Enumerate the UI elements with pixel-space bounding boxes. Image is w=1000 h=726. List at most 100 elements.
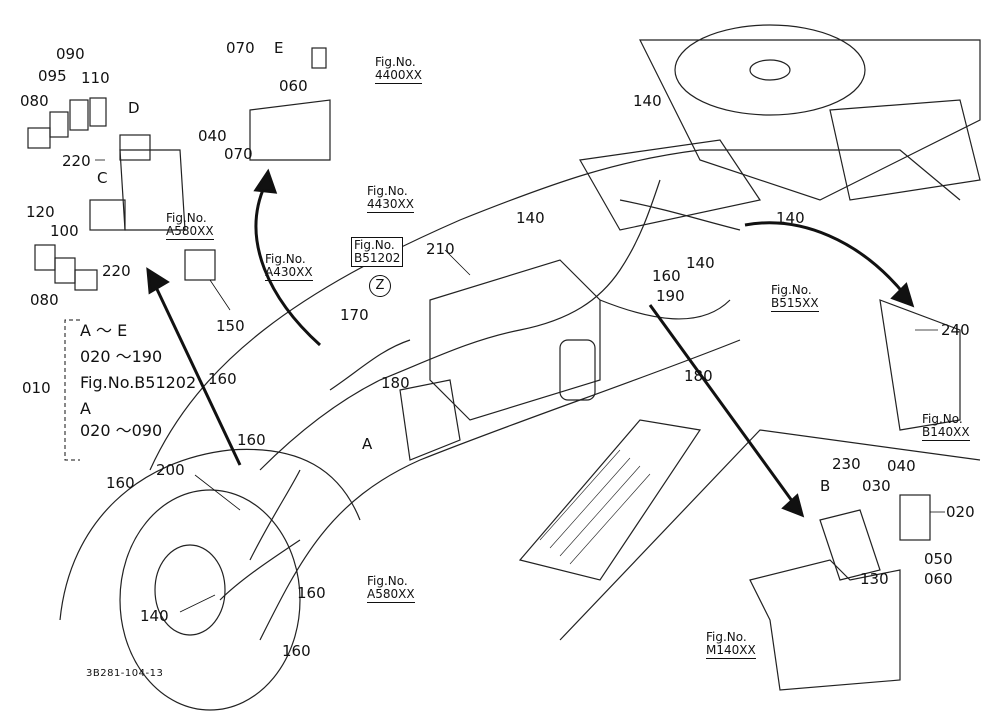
arrow-to-b140 [744, 221, 907, 296]
fuse-080 [27, 127, 51, 149]
bracket-top-mid [249, 99, 331, 161]
fig-ref-a580-low[interactable]: Fig.No. A580XX [367, 575, 415, 603]
label-110: 110 [81, 69, 110, 87]
grille-hatch [539, 449, 651, 565]
fig-ref-prefix: Fig.No. [367, 574, 408, 588]
label-220: 220 [62, 152, 91, 170]
label-010: 010 [22, 379, 51, 397]
label-080b: 080 [30, 291, 59, 309]
hood-outline [149, 149, 961, 471]
seat-panel [829, 99, 981, 201]
label-060: 060 [279, 77, 308, 95]
label-140-mid: 140 [516, 209, 545, 227]
fig-ref-number: B515XX [771, 296, 819, 312]
figure-code: 3B281-104-13 [86, 668, 164, 679]
leader-200 [194, 474, 241, 511]
fuse-110 [89, 97, 107, 127]
fig-ref-number: A580XX [166, 224, 214, 240]
connector-150 [184, 249, 216, 281]
fig-ref-prefix: Fig.No. [166, 211, 207, 225]
label-240: 240 [941, 321, 970, 339]
label-130: 130 [860, 570, 889, 588]
injection-pump [399, 379, 461, 461]
fig-ref-m140[interactable]: Fig.No. M140XX [706, 631, 756, 659]
steering-wheel [674, 24, 866, 116]
label-160-mid: 160 [652, 267, 681, 285]
arrow-to-e [254, 184, 322, 347]
fig-ref-prefix: Fig.No. [265, 252, 306, 266]
fuse-090 [69, 99, 89, 131]
dash-panel [579, 139, 761, 231]
fig-ref-prefix: Fig.No. [354, 238, 395, 252]
fig-ref-number: B51202 [354, 251, 401, 265]
legend-bracket [64, 319, 80, 461]
relay-d [119, 134, 151, 161]
fig-ref-4430[interactable]: Fig.No. 4430XX [367, 185, 414, 213]
bracket-b [819, 509, 881, 581]
callout-z: Z [369, 275, 391, 297]
part-e [311, 47, 327, 69]
leader-210 [444, 249, 471, 276]
label-100: 100 [50, 222, 79, 240]
label-220b: 220 [102, 262, 131, 280]
harness-branch-4 [619, 199, 741, 231]
fig-ref-number: A580XX [367, 587, 415, 603]
legend-line-2: 020 ～190 [80, 347, 163, 366]
label-070: 070 [226, 39, 255, 57]
label-020: 020 [946, 503, 975, 521]
front-wheel [119, 489, 301, 711]
label-095: 095 [38, 67, 67, 85]
fig-ref-prefix: Fig.No. [922, 412, 963, 426]
fuel-filter [559, 339, 596, 401]
arrow-to-b-head [781, 493, 805, 518]
label-160-d: 160 [297, 584, 326, 602]
fender-outline [59, 448, 361, 621]
fig-ref-b515[interactable]: Fig.No. B515XX [771, 284, 819, 312]
fig-ref-b51202[interactable]: Fig.No. B51202 [351, 237, 404, 267]
fig-ref-a430[interactable]: Fig.No. A430XX [265, 253, 313, 281]
harness-branch-1 [249, 469, 301, 561]
label-e: E [274, 39, 284, 57]
fig-ref-b140[interactable]: Fig.No. B140XX [922, 413, 970, 441]
legend-line-1: A ～ E [80, 321, 128, 340]
legend-group: A ～ E 020 ～190 Fig.No.B51202 A 020 ～090 [80, 322, 196, 448]
fuse-100 [54, 257, 76, 284]
hood-lower [259, 339, 741, 641]
label-140-top: 140 [633, 92, 662, 110]
label-190: 190 [656, 287, 685, 305]
fig-ref-a580-top[interactable]: Fig.No. A580XX [166, 212, 214, 240]
label-140-right: 140 [776, 209, 805, 227]
leader-140 [179, 594, 216, 613]
front-grille [518, 419, 702, 581]
fig-ref-prefix: Fig.No. [367, 184, 408, 198]
legend-line-5: 020 ～090 [80, 421, 163, 440]
harness-branch-3 [599, 299, 731, 320]
arrow-to-fuses [153, 284, 242, 466]
fig-ref-prefix: Fig.No. [771, 283, 812, 297]
controller-020 [899, 494, 931, 541]
label-040b: 040 [887, 457, 916, 475]
label-120: 120 [26, 203, 55, 221]
relay-c [89, 199, 126, 231]
leader-150 [209, 279, 231, 311]
bracket-m140 [749, 559, 901, 691]
fig-ref-number: 4430XX [367, 197, 414, 213]
label-200: 200 [156, 461, 185, 479]
label-180: 180 [381, 374, 410, 392]
steering-hub [749, 59, 791, 81]
fuse-bracket-c [119, 149, 186, 231]
label-140-right2: 140 [686, 254, 715, 272]
legend-line-3: Fig.No.B51202 [80, 373, 197, 392]
engine-block [429, 259, 601, 421]
harness-branch-2 [219, 539, 301, 601]
fig-ref-number: A430XX [265, 265, 313, 281]
fuse-095 [49, 111, 69, 138]
arrow-to-e-head [253, 168, 278, 194]
label-060b: 060 [924, 570, 953, 588]
label-160-e: 160 [282, 642, 311, 660]
label-030: 030 [862, 477, 891, 495]
fig-ref-4400[interactable]: Fig.No. 4400XX [375, 56, 422, 84]
cab-floor [639, 39, 981, 201]
legend-line-4: A [80, 399, 91, 418]
